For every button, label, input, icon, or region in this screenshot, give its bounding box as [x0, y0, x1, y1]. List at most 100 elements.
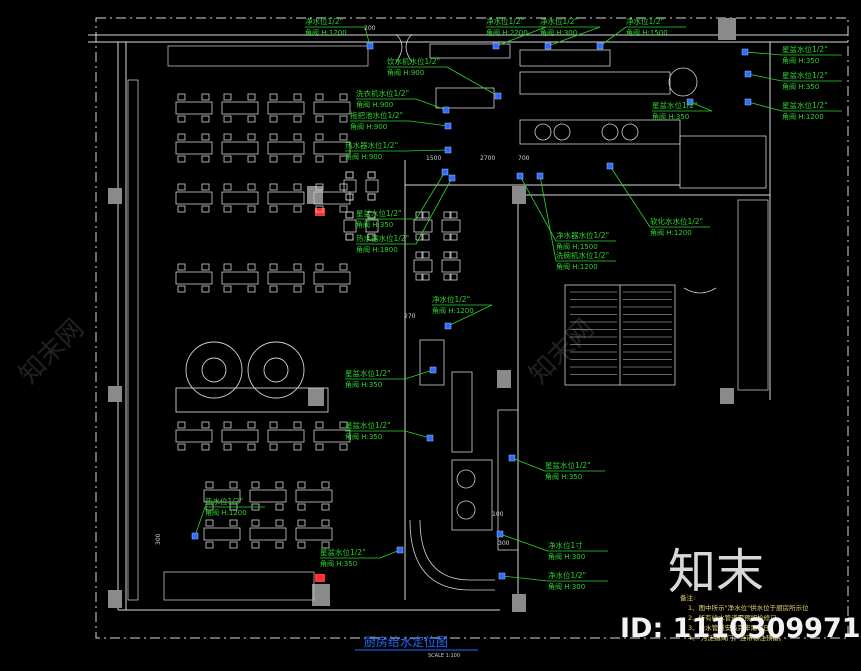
chair — [201, 93, 210, 101]
equipment-row — [519, 49, 611, 67]
chair — [223, 421, 232, 429]
chair — [315, 133, 324, 141]
chair — [367, 171, 376, 179]
chair — [269, 133, 278, 141]
chair — [293, 183, 302, 191]
chair — [251, 541, 260, 549]
chair — [315, 205, 324, 213]
equipment-row — [429, 43, 511, 59]
chair — [415, 233, 424, 241]
column — [308, 388, 324, 406]
top-counter — [167, 45, 369, 67]
chair — [177, 133, 186, 141]
chair — [247, 285, 256, 293]
label-line1: 星盆水位1/2" — [356, 208, 402, 218]
leader-line — [501, 575, 549, 582]
leader-line — [194, 506, 206, 537]
chair — [339, 421, 348, 429]
leader-line — [404, 430, 431, 439]
chair — [223, 263, 232, 271]
cooking-unit — [451, 459, 493, 531]
leader-line — [446, 66, 499, 97]
chair — [201, 285, 210, 293]
chair — [443, 273, 452, 281]
dining-table — [295, 489, 333, 503]
burner — [456, 469, 476, 489]
label-line1: 净水位1/2" — [305, 16, 343, 26]
chair — [275, 503, 284, 511]
leader-lines — [194, 26, 842, 582]
label-line1: 星盆水位1/2" — [320, 547, 366, 557]
stair-door — [683, 287, 717, 294]
note-line: 3、给水管道安装完毕需试压。 — [688, 623, 777, 632]
chair — [421, 273, 430, 281]
dining-table — [313, 191, 351, 205]
label-line2: 角阀 H:350 — [652, 112, 689, 121]
chair — [223, 93, 232, 101]
dining-table — [295, 527, 333, 541]
chair — [449, 273, 458, 281]
leader-line — [689, 101, 713, 112]
chair — [293, 133, 302, 141]
chair — [223, 133, 232, 141]
chair — [449, 233, 458, 241]
label-line2: 角阀 H:1200 — [782, 112, 824, 121]
chair — [315, 155, 324, 163]
label-line1: 星盆水位1/2" — [782, 100, 828, 110]
label-line1: 热水器水位1/2" — [356, 233, 409, 243]
round-table — [185, 341, 243, 399]
chair — [315, 443, 324, 451]
leader-line — [415, 171, 446, 220]
chair — [443, 211, 452, 219]
label-line2: 角阀 H:350 — [782, 82, 819, 91]
valve-marker-icon — [444, 146, 452, 154]
dining-table — [267, 271, 305, 285]
leader-line — [409, 120, 449, 127]
chair — [247, 263, 256, 271]
round-tables — [175, 341, 329, 413]
dimension-text: 100 — [492, 511, 504, 518]
chair — [229, 541, 238, 549]
dining-table — [267, 141, 305, 155]
label-line2: 角阀 H:1200 — [650, 228, 692, 237]
chair — [177, 421, 186, 429]
chair — [293, 443, 302, 451]
label-line2: 角阀 H:1200 — [432, 306, 474, 315]
chair — [269, 155, 278, 163]
chair — [247, 133, 256, 141]
chair — [315, 263, 324, 271]
chair — [205, 541, 214, 549]
round-table-center — [263, 357, 289, 383]
drawing-title: 厨房给水定位图 — [364, 634, 448, 649]
label-line2: 角阀 H:900 — [387, 68, 424, 77]
valve-marker-icon — [596, 42, 604, 50]
chair — [339, 93, 348, 101]
chair — [449, 251, 458, 259]
columns — [108, 18, 736, 612]
chair — [223, 115, 232, 123]
dining-table — [221, 141, 259, 155]
dining-table — [267, 101, 305, 115]
entry-door — [395, 33, 413, 63]
leader-line — [415, 98, 447, 111]
leader-line — [744, 51, 783, 56]
label-line1: 净水位1/2" — [548, 570, 586, 580]
stair-treads — [570, 291, 672, 375]
dining-table — [175, 429, 213, 443]
chair — [421, 211, 430, 219]
chair — [321, 519, 330, 527]
frame-border — [95, 17, 849, 639]
dining-table — [441, 219, 461, 233]
column — [108, 590, 122, 608]
leader-line — [609, 165, 651, 228]
chair — [247, 421, 256, 429]
curved-counter — [409, 519, 495, 591]
valve-marker-icon — [544, 42, 552, 50]
chair — [269, 285, 278, 293]
column — [108, 188, 122, 204]
chair — [247, 183, 256, 191]
prep-room — [679, 135, 767, 189]
chair — [297, 541, 306, 549]
chair — [345, 233, 354, 241]
